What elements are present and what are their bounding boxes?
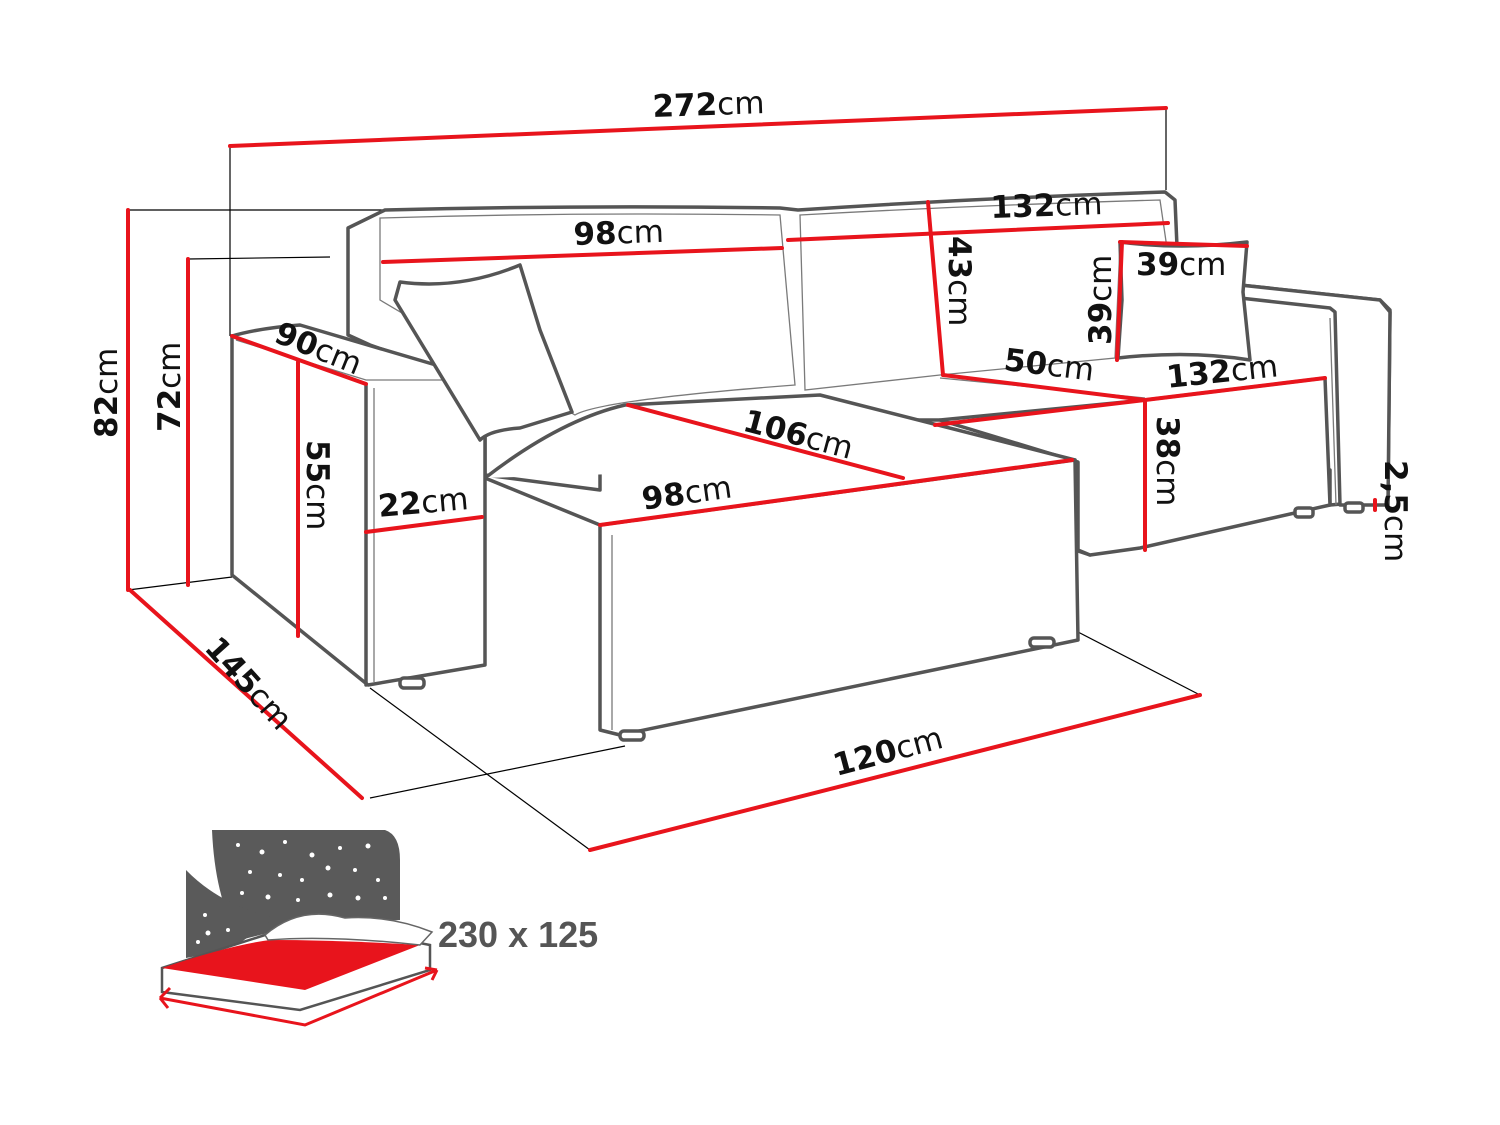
label-armrest-width: 22cm (376, 481, 470, 525)
label-total-height: 82cm (89, 347, 125, 438)
dimension-lines (126, 106, 1377, 852)
bed-with-night-sky-icon (158, 830, 439, 1027)
label-pillow-width: 39cm (1136, 247, 1227, 283)
label-seat-height: 38cm (1149, 416, 1185, 507)
sleeping-area-label: 230 x 125 (438, 914, 599, 955)
label-leg-height: 2,5cm (1377, 460, 1413, 563)
label-armrest-height: 55cm (299, 440, 335, 531)
label-back-right-width: 132cm (989, 186, 1104, 226)
label-backrest-height: 43cm (941, 236, 977, 327)
sofa-body (230, 190, 1392, 742)
label-back-height: 72cm (152, 341, 188, 432)
guide-lines (127, 108, 1201, 851)
label-back-left-width: 98cm (572, 213, 665, 253)
label-total-width: 272cm (651, 85, 766, 125)
label-pillow-height: 39cm (1083, 254, 1119, 345)
